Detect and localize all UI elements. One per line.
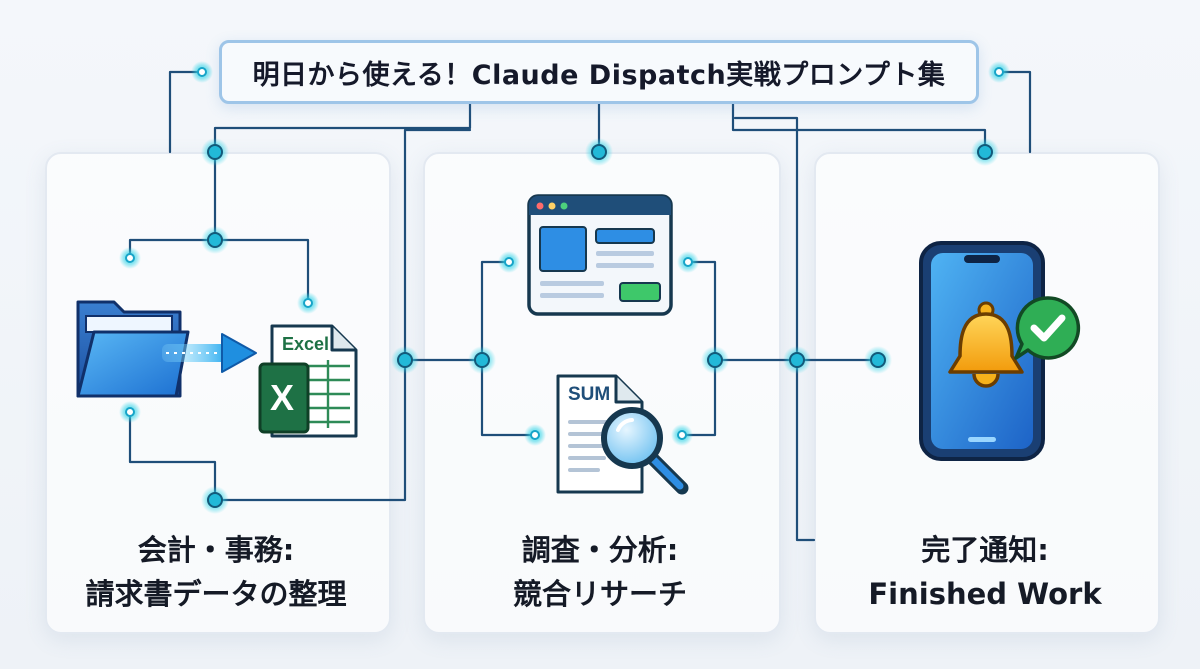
caption-accounting-line1: 会計・事務: xyxy=(137,533,295,567)
wire xyxy=(213,238,310,305)
wire xyxy=(213,102,472,154)
folder-icon xyxy=(76,300,190,398)
magnifier-icon xyxy=(601,407,689,495)
arrow-icon xyxy=(162,333,257,373)
excel-letter: X xyxy=(270,377,295,418)
wire xyxy=(997,70,1032,154)
page-title: 明日から使える！Claude Dispatch実戦プロンプト集 xyxy=(252,59,946,91)
caption-accounting-line2: 請求書データの整理 xyxy=(85,577,347,611)
excel-file-icon: Excel X xyxy=(258,322,360,440)
bell-icon xyxy=(948,301,1024,388)
caption-notify-line2: Finished Work xyxy=(868,577,1102,611)
wire xyxy=(731,102,987,154)
wire xyxy=(168,70,204,154)
caption-notify-line1: 完了通知: xyxy=(921,533,1049,567)
sum-label: SUM xyxy=(568,384,611,405)
excel-text-label: Excel xyxy=(282,334,330,354)
caption-research: 調査・分析: 競合リサーチ xyxy=(423,528,777,616)
wire xyxy=(733,116,816,542)
caption-research-line1: 調査・分析: xyxy=(521,533,679,567)
browser-window-icon xyxy=(527,194,673,316)
caption-research-line2: 競合リサーチ xyxy=(512,577,687,611)
caption-accounting: 会計・事務: 請求書データの整理 xyxy=(45,528,387,616)
node-group xyxy=(119,61,1010,514)
title-banner: 明日から使える！Claude Dispatch実戦プロンプト集 xyxy=(219,40,979,104)
caption-notify: 完了通知: Finished Work xyxy=(814,528,1156,616)
check-badge-icon xyxy=(1014,296,1081,360)
